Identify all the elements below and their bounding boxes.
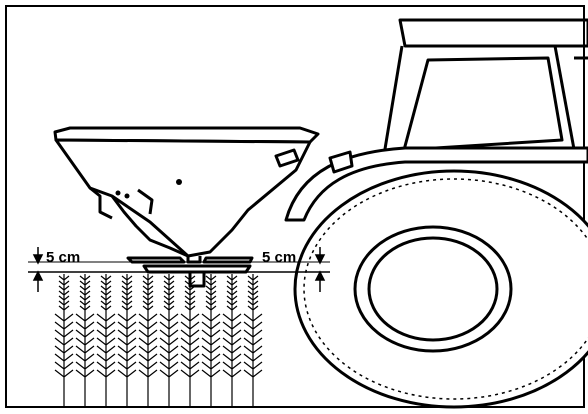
crop-plant (54, 274, 74, 407)
right-dimension-arrows (314, 247, 326, 292)
crop-plant (96, 274, 116, 407)
tractor-rear-wheel (293, 169, 588, 409)
tractor-cab (382, 18, 588, 161)
crop-plant (222, 274, 242, 407)
tractor-fender (284, 146, 588, 222)
crop-plant (243, 274, 263, 407)
crop-plant (201, 274, 221, 407)
figure-frame (5, 5, 585, 408)
crop-plant (75, 274, 95, 407)
crop-plant (180, 274, 200, 407)
right-height-label: 5 cm (262, 249, 296, 266)
left-dimension-arrows (32, 247, 44, 292)
crop-row (54, 274, 263, 407)
left-height-label: 5 cm (46, 249, 80, 266)
crop-plant (138, 274, 158, 407)
spreader-hopper (53, 126, 320, 264)
crop-plant (159, 274, 179, 407)
crop-plant (117, 274, 137, 407)
